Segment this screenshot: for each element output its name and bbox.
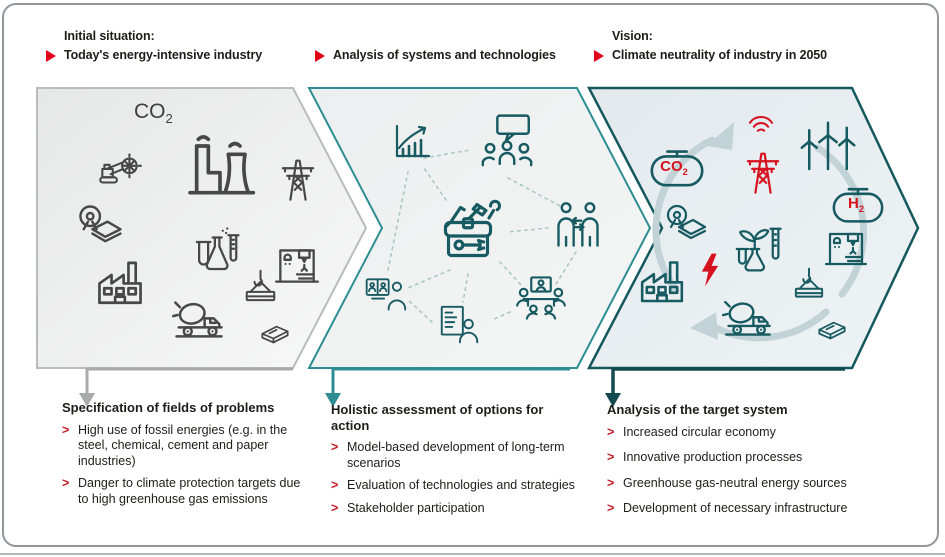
header-vision: Vision: Climate neutrality of industry i… <box>594 27 827 65</box>
factory-icon <box>85 252 155 310</box>
meeting-speech-bubble-icon <box>478 110 536 172</box>
red-chevron-bullet: > <box>607 501 615 515</box>
steel-beam-icon <box>808 306 856 344</box>
paper-roll-icon <box>72 200 130 252</box>
plant-and-flasks-icon <box>726 222 788 276</box>
section-item: Evaluation of technologies and strategie… <box>347 478 575 492</box>
stage2-connector-arrow <box>325 367 570 407</box>
section-assessment: Holistic assessment of options for actio… <box>331 402 577 523</box>
stage3-connector-arrow <box>605 367 845 407</box>
section-item: Danger to climate protection targets due… <box>78 476 301 506</box>
section-target-system: Analysis of the target system > Increased… <box>607 402 907 527</box>
chemical-flasks-icon <box>186 224 246 278</box>
red-chevron-bullet: > <box>62 422 70 437</box>
lightning-bolt-icon <box>700 252 720 288</box>
stage2-chevron <box>307 87 652 369</box>
dashed-network-lines <box>387 149 577 323</box>
paper-roll-icon <box>660 200 714 248</box>
video-call-icon <box>358 272 412 316</box>
meeting-table-icon <box>510 272 572 324</box>
concrete-mixer-truck-icon <box>716 288 780 340</box>
red-triangle-icon <box>594 49 604 62</box>
red-chevron-bullet: > <box>607 424 615 439</box>
circular-economy-arrows <box>652 122 868 342</box>
stage1-connector-arrow <box>79 367 293 407</box>
red-triangle-icon <box>315 49 325 62</box>
co2-emissions-text: CO2 <box>134 100 173 127</box>
header-line1: Initial situation: <box>64 29 155 43</box>
red-chevron-bullet: > <box>62 476 70 490</box>
concrete-mixer-truck-icon <box>165 288 233 342</box>
bucket-wheel-excavator-icon <box>88 145 150 195</box>
toolbox-icon <box>432 196 504 270</box>
crane-slab-icon <box>788 266 830 308</box>
red-triangle-icon <box>46 49 56 62</box>
header-line2: Climate neutrality of industry in 2050 <box>612 48 828 62</box>
wireless-signal-icon <box>742 110 780 134</box>
transmission-tower-icon <box>272 148 324 208</box>
red-chevron-bullet: > <box>331 440 339 454</box>
header-initial-situation: Initial situation: Today's energy-intens… <box>46 27 262 65</box>
section-item: Model-based development of long-term sce… <box>347 440 565 470</box>
header-line2: Analysis of systems and technologies <box>333 48 556 62</box>
cnc-machine-icon <box>272 238 322 292</box>
bottom-rule <box>0 553 945 555</box>
co2-tank-label: CO2 <box>660 158 688 177</box>
section-item: Stakeholder participation <box>347 500 485 515</box>
checklist-person-icon <box>432 302 486 348</box>
growth-chart-icon <box>383 118 439 166</box>
section-problems: Specification of fields of problems > Hig… <box>62 400 310 514</box>
red-chevron-bullet: > <box>607 475 615 490</box>
red-chevron-bullet: > <box>607 450 615 464</box>
factory-icon <box>628 252 696 308</box>
power-plant-icon <box>180 126 260 206</box>
people-exchange-icon <box>552 198 604 252</box>
red-chevron-bullet: > <box>331 500 339 515</box>
wind-turbines-icon <box>797 114 859 174</box>
section-item: Increased circular economy <box>623 424 776 439</box>
header-line2: Today's energy-intensive industry <box>64 48 263 62</box>
h2-tank-label: H2 <box>847 195 864 214</box>
transmission-tower-icon <box>737 140 789 202</box>
section-item: Greenhouse gas-neutral energy sources <box>623 475 847 490</box>
section-title: Analysis of the target system <box>607 402 788 417</box>
steel-beam-icon <box>250 310 300 348</box>
section-item: High use of fossil energies (e.g. in the… <box>78 422 288 468</box>
red-chevron-bullet: > <box>331 478 339 492</box>
header-analysis: Analysis of systems and technologies <box>315 46 556 65</box>
section-title: Holistic assessment of options for actio… <box>331 402 544 433</box>
header-line1: Vision: <box>612 29 653 43</box>
section-item: Development of necessary infrastructure <box>623 501 848 515</box>
section-item: Innovative production processes <box>623 450 803 464</box>
section-title: Specification of fields of problems <box>62 400 275 415</box>
